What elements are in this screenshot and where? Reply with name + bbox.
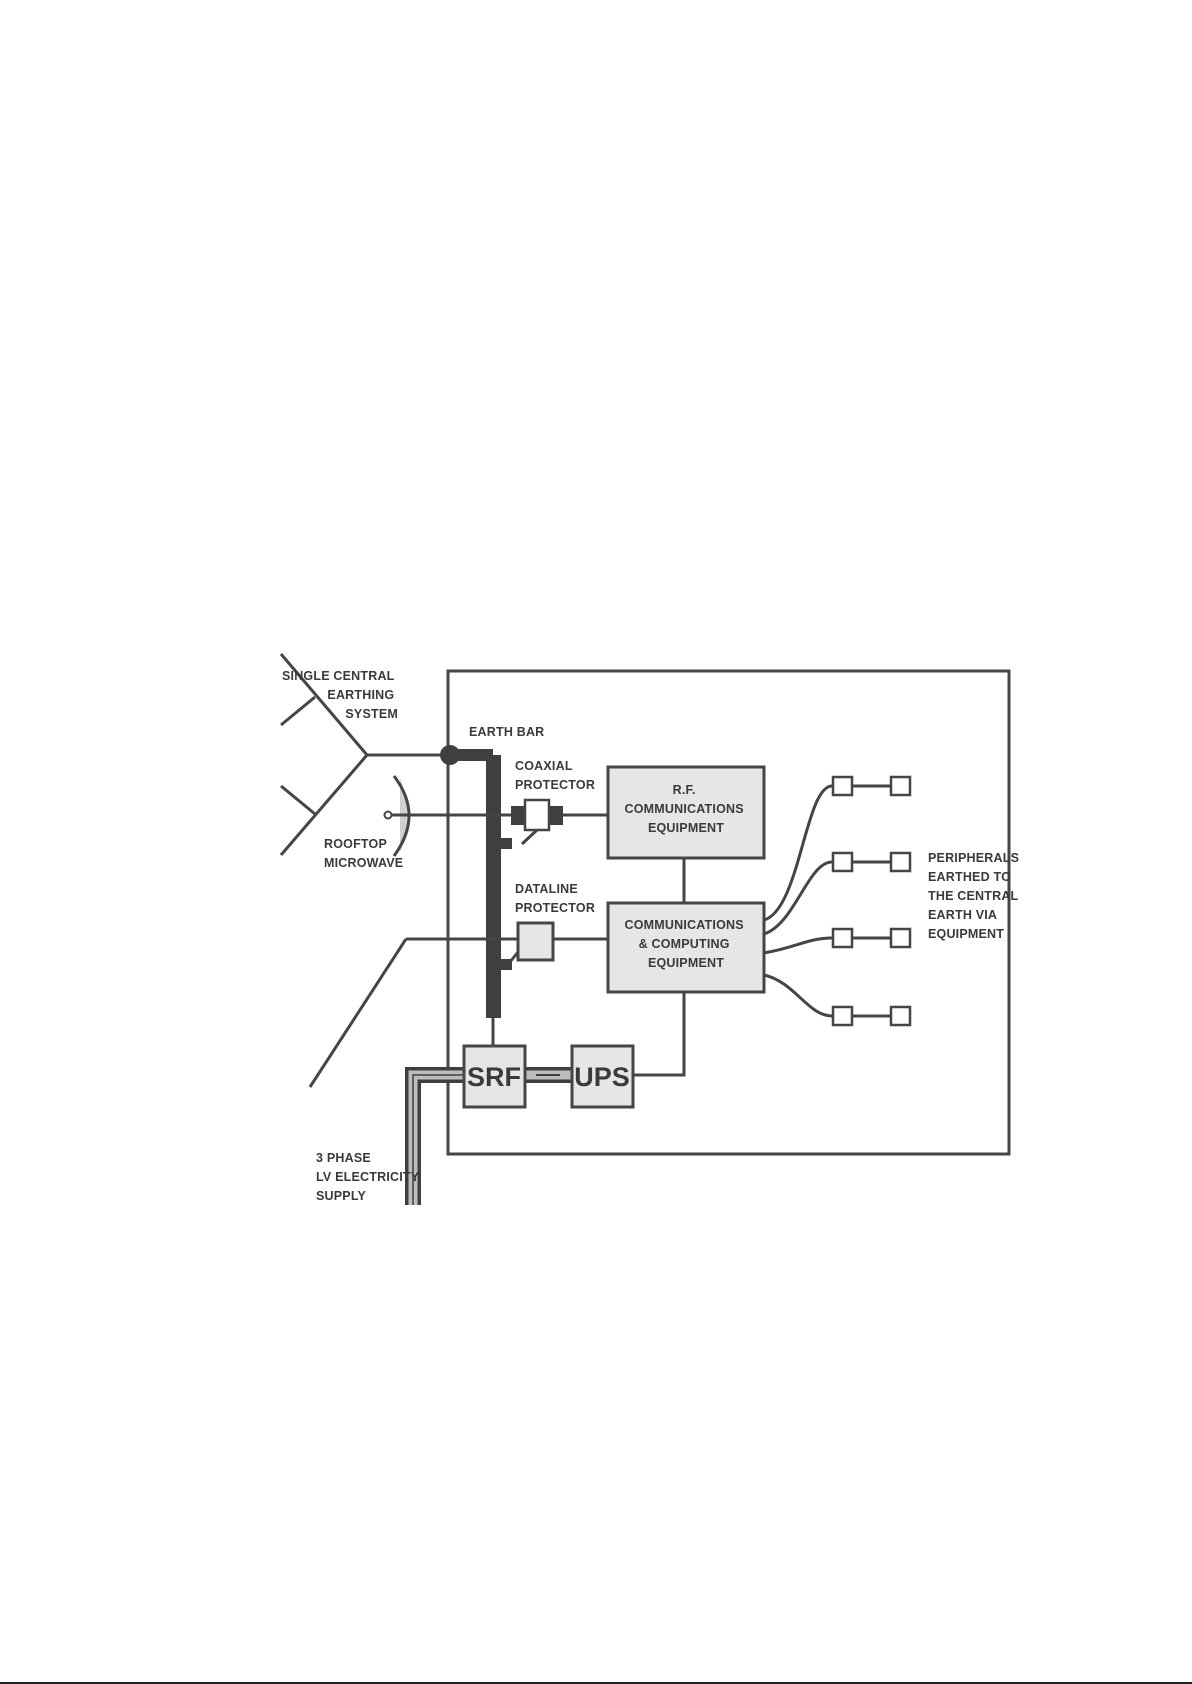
peripherals <box>764 777 910 1025</box>
label-rooftop-microwave: ROOFTOP MICROWAVE <box>324 837 403 870</box>
label-coaxial-protector: COAXIAL PROTECTOR <box>515 759 595 792</box>
label-ups: UPS <box>574 1062 630 1092</box>
label-earthing-system: SINGLE CENTRAL EARTHING SYSTEM <box>282 669 398 721</box>
label-srf: SRF <box>467 1062 521 1092</box>
dataline-protector <box>310 923 608 1087</box>
label-dataline-protector: DATALINE PROTECTOR <box>515 882 595 915</box>
label-earth-bar: EARTH BAR <box>469 725 544 739</box>
coaxial-protector <box>501 800 563 849</box>
earthing-system-lines <box>281 654 451 855</box>
